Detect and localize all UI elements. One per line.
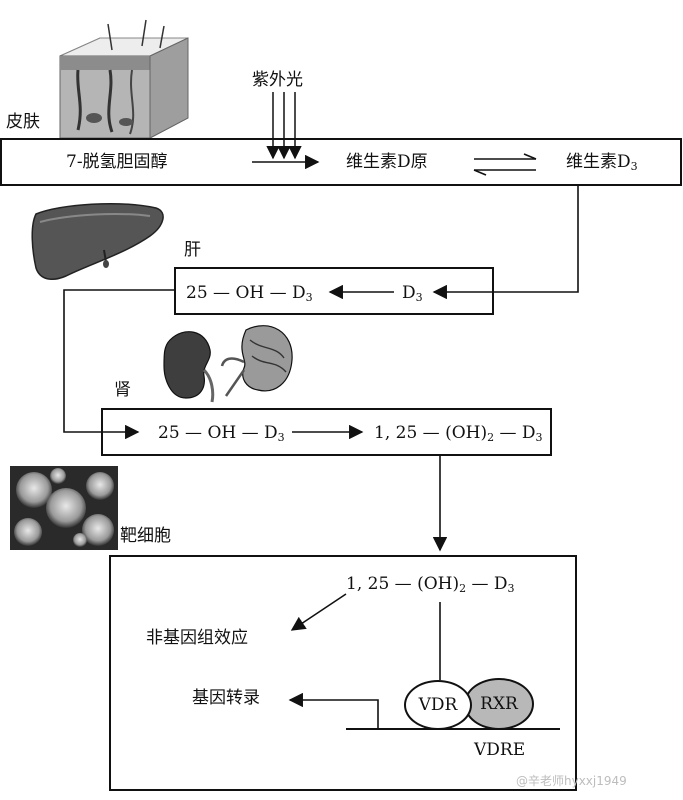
non-genomic-effect-label: 非基因组效应 xyxy=(146,628,248,648)
uv-label: 紫外光 xyxy=(252,70,303,90)
watermark: @辛老师hyxxj1949 xyxy=(516,774,627,788)
skin-label: 皮肤 xyxy=(6,112,40,132)
kidney-box xyxy=(101,408,552,456)
kidney-illustration-icon xyxy=(163,325,293,403)
target-molecule-label: 1, 25 — (OH)2 — D3 xyxy=(346,574,515,595)
liver-box xyxy=(174,267,494,315)
kidney-output-label: 1, 25 — (OH)2 — D3 xyxy=(374,423,543,444)
equilibrium-arrows xyxy=(473,153,537,176)
gene-transcription-label: 基因转录 xyxy=(192,688,260,708)
arrow-to-gene-transcription xyxy=(288,692,379,729)
uv-arrows xyxy=(266,92,302,160)
liver-input-label: D3 xyxy=(402,283,423,304)
vitamin-d3-label: 维生素D3 xyxy=(566,152,638,173)
arrow-to-non-genomic xyxy=(290,593,347,631)
liver-product-label: 25 — OH — D3 xyxy=(186,283,313,304)
liver-illustration-icon xyxy=(31,203,164,281)
vdr-receptor: VDR xyxy=(404,680,472,730)
rxr-receptor: RXR xyxy=(464,678,534,730)
skin-box xyxy=(0,138,682,186)
target-cell-photo-icon xyxy=(10,466,118,550)
connector-liver-to-kidney xyxy=(63,289,175,440)
liver-label: 肝 xyxy=(184,240,201,260)
provitamin-label: 维生素D原 xyxy=(346,152,428,172)
kidney-input-label: 25 — OH — D3 xyxy=(158,423,285,444)
connector-skin-to-liver xyxy=(432,185,579,300)
target-cell-label: 靶细胞 xyxy=(120,526,171,546)
skin-illustration-icon xyxy=(59,19,189,139)
precursor-label: 7-脱氢胆固醇 xyxy=(66,152,168,172)
target-cell-box xyxy=(109,555,577,791)
kidney-label: 肾 xyxy=(114,380,131,400)
vdre-label: VDRE xyxy=(474,740,526,760)
